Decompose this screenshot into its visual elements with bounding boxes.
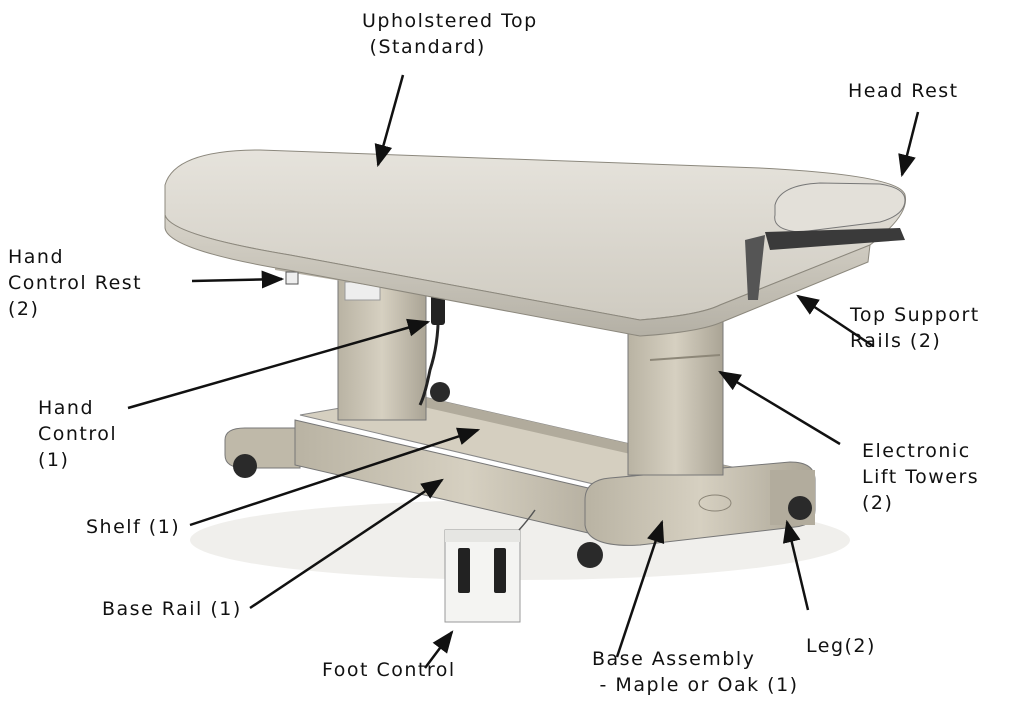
label-base-rail: Base Rail (1) (102, 598, 242, 620)
head-rest (774, 182, 906, 233)
head-rest-bracket (765, 228, 905, 250)
foot-pedal-left (458, 548, 470, 593)
label-upholstered-top: Upholstered Top (Standard) (362, 10, 538, 58)
casters (233, 382, 812, 568)
arrow-top-support-rails (796, 294, 874, 348)
arrow-shelf (189, 427, 481, 527)
hand-control-rest (285, 271, 299, 285)
arrow-foot-control (424, 630, 454, 669)
label-foot-control: Foot Control (322, 659, 456, 681)
foot-control-header (445, 530, 520, 542)
logo-seal (698, 494, 732, 512)
hand-control (431, 295, 445, 325)
callout-arrows (127, 74, 920, 669)
label-base-assembly: Base Assembly - Maple or Oak (1) (592, 648, 799, 696)
upholstered-top-edge (164, 214, 871, 337)
top-support-rail (745, 235, 765, 300)
arrow-lift-towers (718, 370, 841, 446)
label-head-rest: Head Rest (848, 80, 959, 102)
arrow-head-rest (898, 111, 920, 178)
arrow-base-assembly (615, 519, 665, 658)
arrow-upholstered-top (374, 74, 405, 168)
arrow-base-rail (249, 478, 444, 610)
foot-pedal-right (494, 548, 506, 593)
label-leg: Leg(2) (806, 635, 876, 657)
label-shelf: Shelf (1) (86, 516, 181, 538)
arrow-hand-control (127, 318, 431, 410)
arrow-leg (782, 519, 810, 611)
foot-control (444, 529, 521, 623)
arrow-hand-control-rest (191, 270, 285, 289)
